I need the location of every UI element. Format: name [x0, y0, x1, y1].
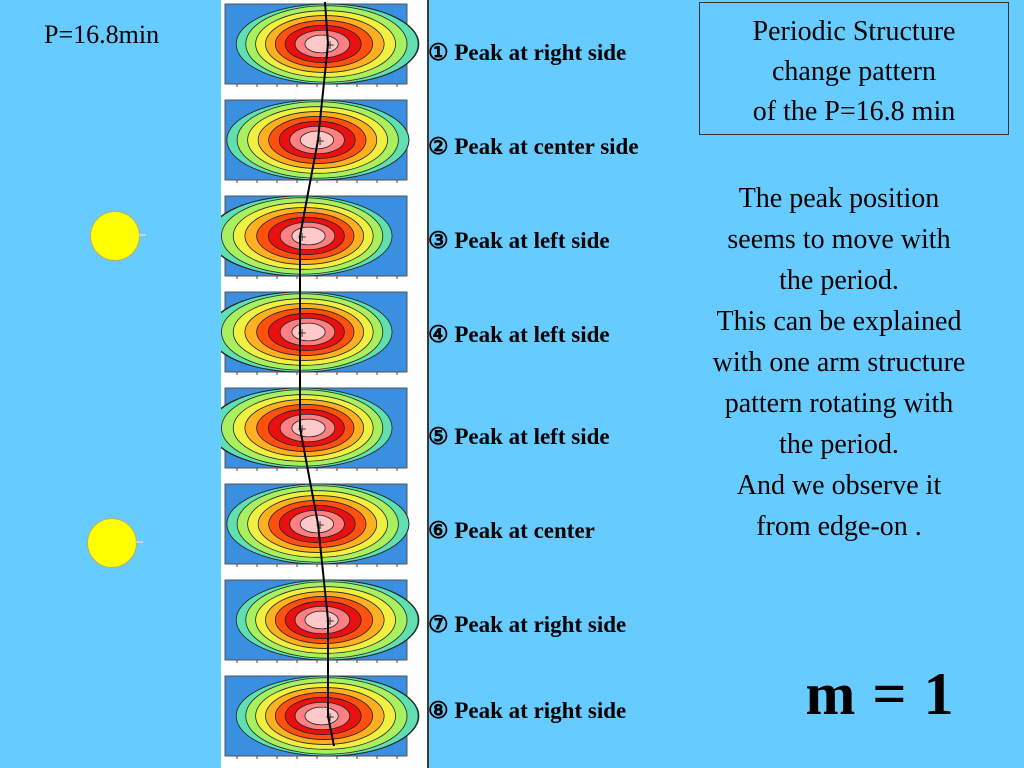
contour-panel-8: + — [224, 675, 420, 759]
explanation-line: the period. — [779, 265, 899, 296]
peak-number: ⑥ — [428, 518, 449, 543]
peak-cross-marker: + — [325, 38, 335, 52]
peak-number: ⑦ — [428, 612, 449, 637]
peak-cross-marker: + — [297, 326, 307, 340]
title-line: change pattern — [771, 56, 937, 87]
contour-panel-6: + — [224, 483, 410, 567]
peak-cross-marker: + — [297, 230, 307, 244]
explanation-line: the period. — [779, 429, 899, 460]
explanation-line: with one arm structure — [712, 347, 966, 378]
contour-panel-3: + — [221, 195, 408, 279]
contour-map-stack: + + + + + + + + — [221, 1, 420, 759]
sun-marker-lower — [87, 518, 137, 568]
peak-label-1: ① Peak at right side — [428, 40, 626, 66]
peak-label-5: ⑤ Peak at left side — [428, 424, 610, 450]
peak-number: ② — [428, 134, 449, 159]
peak-text: Peak at left side — [454, 228, 610, 253]
peak-cross-marker: + — [297, 422, 307, 436]
mode-label: m = 1 — [805, 661, 955, 727]
peak-label-3: ③ Peak at left side — [428, 228, 610, 254]
peak-text: Peak at left side — [454, 322, 610, 347]
explanation-line: And we observe it — [736, 470, 942, 501]
explanation-text: The peak position seems to move with the… — [680, 178, 998, 547]
peak-label-8: ⑧ Peak at right side — [428, 698, 626, 724]
peak-text: Peak at center — [454, 518, 595, 543]
peak-tracking-line — [299, 1, 335, 747]
peak-label-6: ⑥ Peak at center — [428, 518, 595, 544]
contour-panel-1: + — [224, 3, 420, 87]
contour-map-strip: + + + + + + + + — [221, 0, 429, 768]
contour-panel-4: + — [221, 291, 408, 375]
peak-number: ⑧ — [428, 698, 449, 723]
peak-text: Peak at left side — [454, 424, 610, 449]
title-box: Periodic Structure change pattern of the… — [699, 2, 1009, 135]
explanation-line: pattern rotating with — [724, 388, 954, 419]
peak-cross-marker: + — [325, 614, 335, 628]
peak-number: ⑤ — [428, 424, 449, 449]
peak-label-4: ④ Peak at left side — [428, 322, 610, 348]
explanation-line: from edge-on . — [756, 511, 922, 542]
peak-cross-marker: + — [315, 134, 325, 148]
peak-number: ① — [428, 40, 449, 65]
peak-text: Peak at right side — [454, 612, 627, 637]
peak-cross-marker: + — [315, 518, 325, 532]
explanation-line: This can be explained — [716, 306, 962, 337]
peak-number: ④ — [428, 322, 449, 347]
sun-marker-upper-tick — [138, 234, 146, 236]
sun-marker-upper — [90, 211, 140, 261]
peak-text: Peak at right side — [454, 40, 627, 65]
peak-number: ③ — [428, 228, 449, 253]
explanation-line: The peak position — [738, 183, 940, 214]
explanation-line: seems to move with — [727, 224, 951, 255]
peak-label-7: ⑦ Peak at right side — [428, 612, 626, 638]
period-label: P=16.8min — [44, 20, 160, 49]
peak-label-2: ② Peak at center side — [428, 134, 639, 160]
contour-panel-7: + — [224, 579, 420, 663]
title-line: Periodic Structure — [752, 16, 956, 47]
sun-marker-lower-tick — [135, 541, 143, 543]
title-line: of the P=16.8 min — [752, 96, 956, 127]
peak-text: Peak at center side — [454, 134, 639, 159]
contour-panel-5: + — [221, 387, 408, 471]
peak-cross-marker: + — [325, 710, 335, 724]
peak-text: Peak at right side — [454, 698, 627, 723]
